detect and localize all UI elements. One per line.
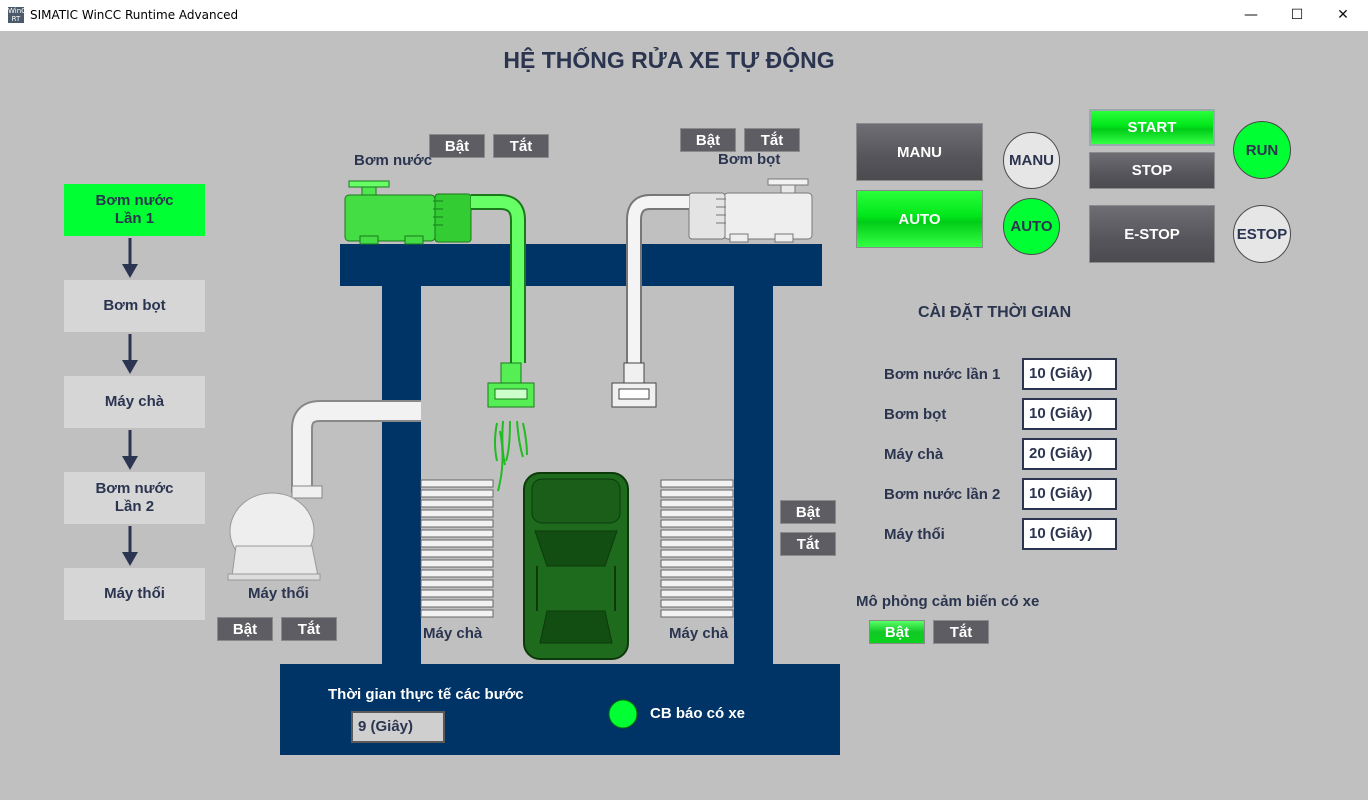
brush-right-icon: [660, 479, 734, 618]
foam-pump-label: Bơm bọt: [718, 151, 781, 168]
step-brush: Máy chà: [64, 376, 205, 428]
elapsed-time-display: 9 (Giây): [351, 711, 445, 743]
window-title: SIMATIC WinCC Runtime Advanced: [30, 8, 239, 22]
step-label: Bơm nước Lần 2: [95, 480, 174, 515]
water-pump-label: Bơm nước: [354, 152, 433, 169]
sensor-sim-label: Mô phỏng cảm biến có xe: [856, 593, 1040, 610]
step-arrow-icon: [122, 334, 138, 374]
water-pump-off-button[interactable]: Tắt: [493, 134, 549, 158]
e-stop-button[interactable]: E-STOP: [1089, 205, 1215, 263]
car-sensor-lamp-icon: [608, 699, 638, 729]
blower-label: Máy thổi: [248, 585, 309, 602]
sensor-sim-on-button[interactable]: Bật: [869, 620, 925, 644]
water-pump-on-button[interactable]: Bật: [429, 134, 485, 158]
step-water-pump-2: Bơm nước Lần 2: [64, 472, 205, 524]
step-blower: Máy thổi: [64, 568, 205, 620]
brush-on-button[interactable]: Bật: [780, 500, 836, 524]
frame-right-column: [734, 286, 773, 666]
step-label: Bơm nước Lần 1: [95, 192, 174, 227]
timer-label-brush: Máy chà: [884, 446, 944, 463]
timer-input-brush[interactable]: 20 (Giây): [1022, 438, 1117, 470]
timer-input-foam-pump[interactable]: 10 (Giây): [1022, 398, 1117, 430]
foam-pump-on-button[interactable]: Bật: [680, 128, 736, 152]
timer-input-blower[interactable]: 10 (Giây): [1022, 518, 1117, 550]
water-pump-icon: [344, 180, 535, 492]
step-label: Bơm bọt: [103, 297, 166, 314]
timer-label-water-pump-1: Bơm nước lần 1: [884, 366, 1001, 383]
brush-right-label: Máy chà: [669, 625, 729, 642]
foam-pump-icon: [611, 178, 813, 408]
step-arrow-icon: [122, 430, 138, 470]
elapsed-time-label: Thời gian thực tế các bước: [328, 686, 524, 703]
blower-on-button[interactable]: Bật: [217, 617, 273, 641]
estop-lamp: ESTOP: [1233, 205, 1291, 263]
minimize-button[interactable]: —: [1244, 7, 1258, 23]
step-water-pump-1: Bơm nước Lần 1: [64, 184, 205, 236]
brush-left-label: Máy chà: [423, 625, 483, 642]
auto-lamp: AUTO: [1003, 198, 1060, 255]
step-label: Máy thổi: [104, 585, 165, 602]
car-wash-plant-graphic: [227, 178, 840, 755]
sensor-sim-off-button[interactable]: Tắt: [933, 620, 989, 644]
hmi-screen: HỆ THỐNG RỬA XE TỰ ĐỘNG Bơm nước Lần 1 B…: [0, 31, 1368, 800]
timer-label-blower: Máy thổi: [884, 526, 945, 543]
timer-input-water-pump-2[interactable]: 10 (Giây): [1022, 478, 1117, 510]
page-title: HỆ THỐNG RỬA XE TỰ ĐỘNG: [503, 47, 835, 73]
wincc-app-icon: WinCC RT: [8, 7, 31, 23]
step-foam-pump: Bơm bọt: [64, 280, 205, 332]
close-button[interactable]: ✕: [1337, 7, 1349, 23]
timer-input-water-pump-1[interactable]: 10 (Giây): [1022, 358, 1117, 390]
timer-label-foam-pump: Bơm bọt: [884, 406, 947, 423]
maximize-button[interactable]: ☐: [1290, 7, 1304, 23]
brush-off-button[interactable]: Tắt: [780, 532, 836, 556]
window-titlebar: WinCC RT SIMATIC WinCC Runtime Advanced …: [0, 0, 1368, 32]
stop-button[interactable]: STOP: [1089, 152, 1215, 189]
start-button[interactable]: START: [1089, 109, 1215, 146]
blower-icon: [227, 400, 421, 581]
step-label: Máy chà: [104, 393, 165, 410]
step-arrow-icon: [122, 526, 138, 566]
auto-button[interactable]: AUTO: [856, 190, 983, 248]
step-arrow-icon: [122, 238, 138, 278]
foam-pump-off-button[interactable]: Tắt: [744, 128, 800, 152]
frame-left-column: [382, 286, 421, 666]
manu-lamp: MANU: [1003, 132, 1060, 189]
run-lamp: RUN: [1233, 121, 1291, 179]
timer-label-water-pump-2: Bơm nước lần 2: [884, 486, 1001, 503]
car-icon: [523, 472, 629, 660]
car-sensor-label: CB báo có xe: [650, 705, 746, 722]
blower-off-button[interactable]: Tắt: [281, 617, 337, 641]
frame-top-beam: [340, 244, 822, 286]
timer-settings-title: CÀI ĐẶT THỜI GIAN: [918, 304, 1072, 321]
brush-left-icon: [420, 479, 494, 618]
manu-button[interactable]: MANU: [856, 123, 983, 181]
